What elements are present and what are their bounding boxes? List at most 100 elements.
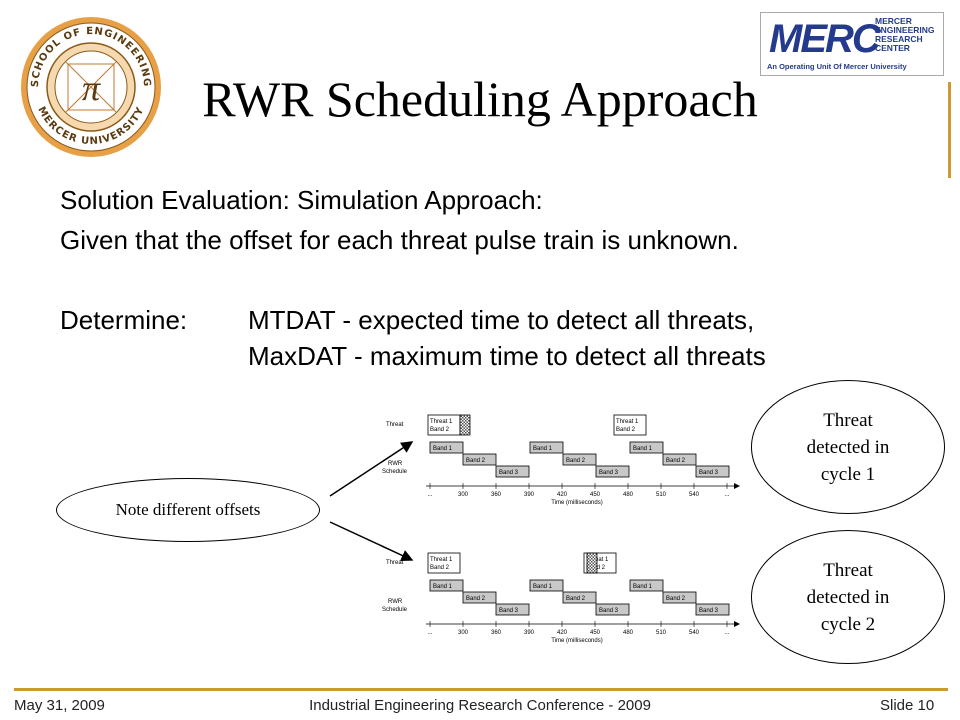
threat-pulse-label: Band 2 — [430, 427, 450, 433]
band-slot-label: Band 3 — [699, 608, 719, 614]
band-slot-label: Band 2 — [466, 458, 486, 464]
axis-tick-label: 540 — [689, 492, 700, 498]
band-slot — [529, 579, 564, 592]
body-line-given: Given that the offset for each threat pu… — [60, 225, 739, 255]
determine-item-mtdat: MTDAT - expected time to detect all thre… — [248, 305, 755, 335]
band-slot-label: Band 3 — [699, 470, 719, 476]
band-slot — [462, 453, 497, 466]
body-line-solution: Solution Evaluation: Simulation Approach… — [60, 185, 543, 215]
band-slot-label: Band 3 — [499, 470, 519, 476]
seal-pi-symbol: π — [82, 68, 101, 108]
axis-title: Time (milliseconds) — [551, 500, 602, 506]
arrow-to-bottom-timeline — [329, 521, 414, 562]
band-slot — [629, 579, 664, 592]
band-slot-label: Band 1 — [533, 584, 553, 590]
merc-logo-line: ENGINEERING — [875, 25, 935, 35]
axis-tick-label: 510 — [656, 492, 667, 498]
axis-tick-label: 450 — [590, 492, 601, 498]
axis-tick-label: 390 — [524, 630, 535, 636]
cycle-1-text: Threat — [823, 409, 873, 431]
band-slot-label: Band 1 — [633, 584, 653, 590]
band-slot-label: Band 1 — [433, 446, 453, 452]
band-slot — [495, 465, 530, 478]
axis-tick-label: ... — [724, 492, 729, 498]
axis-tick-label: 360 — [491, 492, 502, 498]
merc-logo-subtitle: An Operating Unit Of Mercer University — [767, 62, 907, 71]
band-slot — [429, 441, 464, 454]
detection-window-hatch — [459, 414, 471, 436]
axis-tick-label: 300 — [458, 492, 469, 498]
axis-tick-label: ... — [724, 630, 729, 636]
rwr-row-label: Schedule — [382, 607, 408, 613]
time-axis-arrow — [734, 621, 740, 627]
rwr-row-label: Schedule — [382, 469, 408, 475]
band-slot — [562, 591, 597, 604]
cycle-1-text: cycle 1 — [820, 463, 876, 485]
threat-row-label: Threat — [386, 422, 404, 428]
band-slot — [529, 441, 564, 454]
note-offsets-text: Note different offsets — [115, 500, 261, 519]
accent-vertical-rule — [948, 82, 951, 178]
merc-logo: MERC MERCER ENGINEERING RESEARCH CENTER … — [760, 12, 944, 76]
footer-slide-number: Slide 10 — [880, 697, 935, 714]
band-slot — [662, 453, 697, 466]
footer-rule — [14, 688, 948, 691]
threat-pulse-box — [613, 414, 647, 436]
band-slot-label: Band 2 — [466, 596, 486, 602]
axis-tick-label: 540 — [689, 630, 700, 636]
threat-pulse-label: Threat 1 — [430, 419, 453, 425]
axis-tick-label: 450 — [590, 630, 601, 636]
cycle-2-callout: Threat detected in cycle 2 — [751, 530, 945, 664]
threat-pulse-label: Band 2 — [616, 427, 636, 433]
band-slot — [495, 603, 530, 616]
band-slot — [595, 603, 630, 616]
band-slot-label: Band 1 — [433, 584, 453, 590]
band-slot — [695, 603, 730, 616]
merc-logo-wordmark: MERC — [769, 17, 881, 61]
threat-row-label: Threat — [386, 560, 404, 566]
axis-title: Time (milliseconds) — [551, 638, 602, 644]
school-of-engineering-seal: SCHOOL OF ENGINEERING MERCER UNIVERSITY … — [18, 14, 164, 160]
band-slot — [595, 465, 630, 478]
axis-tick-label: ... — [427, 630, 432, 636]
cycle-1-callout: Threat detected in cycle 1 — [751, 380, 945, 514]
determine-item-maxdat: MaxDAT - maximum time to detect all thre… — [248, 341, 766, 371]
note-offsets-callout: Note different offsets — [56, 478, 320, 542]
band-slot-label: Band 3 — [599, 470, 619, 476]
band-slot-label: Band 3 — [499, 608, 519, 614]
footer-conference: Industrial Engineering Research Conferen… — [309, 697, 651, 714]
band-slot — [695, 465, 730, 478]
threat-pulse-label: Threat 1 — [430, 557, 453, 563]
band-slot-label: Band 1 — [633, 446, 653, 452]
axis-tick-label: 300 — [458, 630, 469, 636]
axis-tick-label: ... — [427, 492, 432, 498]
axis-tick-label: 510 — [656, 630, 667, 636]
determine-label: Determine: — [60, 305, 188, 335]
time-axis-arrow — [734, 483, 740, 489]
rwr-row-label: RWR — [388, 599, 403, 605]
band-slot-label: Band 2 — [666, 596, 686, 602]
rwr-row-label: RWR — [388, 461, 403, 467]
cycle-1-text: detected in — [806, 436, 890, 458]
band-slot — [629, 441, 664, 454]
cycle-2-text: detected in — [806, 586, 890, 608]
arrow-to-top-timeline — [329, 441, 414, 497]
band-slot-label: Band 2 — [666, 458, 686, 464]
merc-logo-line: MERCER — [875, 16, 912, 26]
cycle-2-text: cycle 2 — [820, 613, 876, 635]
cycle-2-text: Threat — [823, 559, 873, 581]
band-slot — [562, 453, 597, 466]
threat-pulse-label: Band 2 — [430, 565, 450, 571]
merc-logo-line: CENTER — [875, 43, 910, 53]
threat-pulse-label: Threat 1 — [616, 419, 639, 425]
axis-tick-label: 390 — [524, 492, 535, 498]
band-slot-label: Band 1 — [533, 446, 553, 452]
band-slot — [429, 579, 464, 592]
axis-tick-label: 480 — [623, 630, 634, 636]
band-slot — [462, 591, 497, 604]
axis-tick-label: 420 — [557, 630, 568, 636]
band-slot-label: Band 2 — [566, 596, 586, 602]
threat-pulse-label: Threat 1 — [586, 557, 609, 563]
